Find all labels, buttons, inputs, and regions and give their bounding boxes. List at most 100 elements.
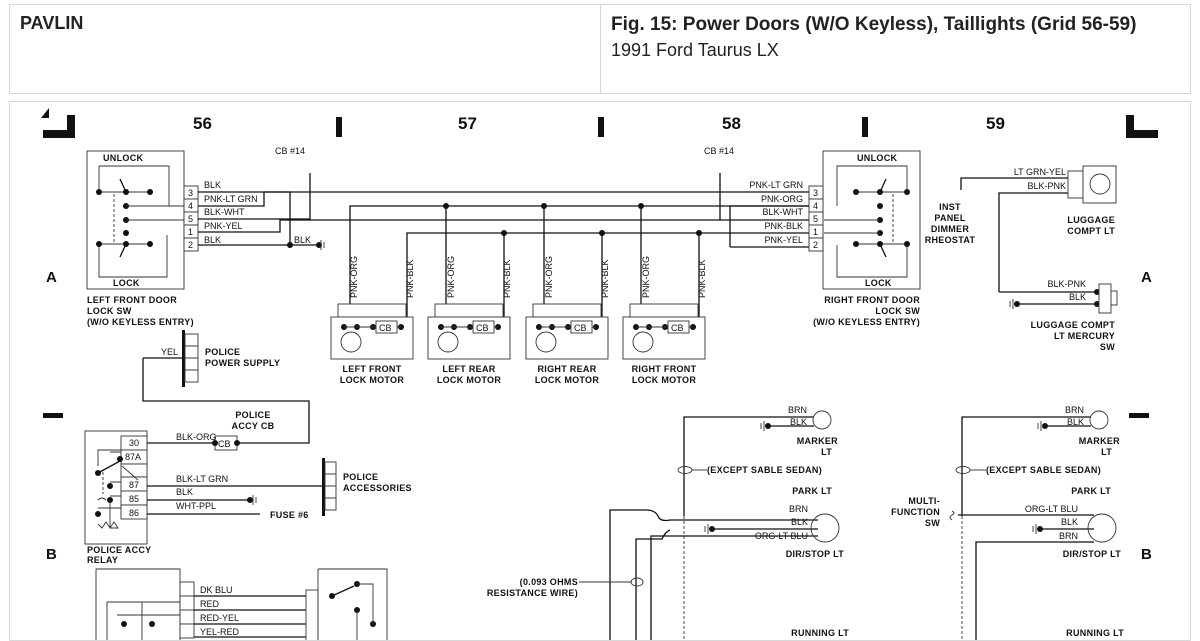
harness-wire-2: RED xyxy=(200,599,220,609)
motor-housing xyxy=(330,316,414,360)
multi-function-line-1: MULTI- xyxy=(908,496,940,506)
motor-housing xyxy=(525,316,609,360)
grid-row-a-right: A xyxy=(1141,269,1152,286)
corner-mark-left xyxy=(41,108,49,118)
grid-divider-56-57 xyxy=(336,117,342,137)
right-switch-name-3: (W/O KEYLESS ENTRY) xyxy=(813,317,920,327)
motor-wire-a: PNK-ORG xyxy=(349,256,359,298)
motor-wire-a: PNK-ORG xyxy=(544,256,554,298)
wiring-diagram: 56 57 58 59 A A B B UNLOCK LOCK 3 4 xyxy=(41,108,1158,640)
corner-mark-left-horizontal xyxy=(43,130,75,138)
right-marker-line-2: LT xyxy=(1101,447,1112,457)
left-marker-wire-1: BRN xyxy=(788,405,807,415)
grid-row-a-left: A xyxy=(46,269,57,286)
police-relay-line-1: POLICE ACCY xyxy=(87,545,151,555)
motor-cb-box xyxy=(667,320,690,334)
grid-column-59: 59 xyxy=(986,114,1005,133)
right-except-label: (EXCEPT SABLE SEDAN) xyxy=(986,465,1101,475)
relay-pin-30: 30 xyxy=(129,438,139,448)
left-marker-line-2: LT xyxy=(821,447,832,457)
left-wire-1: PNK-YEL xyxy=(204,221,243,231)
mercury-switch xyxy=(1098,283,1112,314)
motor-name-line: RIGHT FRONT xyxy=(632,364,697,374)
right-marker-wire-2: BLK xyxy=(1067,417,1084,427)
grid-divider-58-59 xyxy=(862,117,868,137)
motor-cb-text: CB xyxy=(476,323,489,333)
motor-name-line: LOCK MOTOR xyxy=(535,375,600,385)
motor-connector xyxy=(434,303,504,318)
marker-bulb-icon xyxy=(812,410,832,430)
right-switch-name-1: RIGHT FRONT DOOR xyxy=(824,295,920,305)
relay-wire-30: BLK-ORG xyxy=(176,432,217,442)
police-supply-line-2: POWER SUPPLY xyxy=(205,358,280,368)
door-lock-bus-wires: CB #14 CB #14 xyxy=(198,146,816,320)
motor-cb-box xyxy=(472,320,495,334)
grid-column-57: 57 xyxy=(458,114,477,133)
right-wire-1: PNK-BLK xyxy=(764,221,803,231)
right-dir-wire-3: BRN xyxy=(1059,531,1078,541)
left-dir-stop-label: DIR/STOP LT xyxy=(786,549,845,559)
right-wire-5: BLK-WHT xyxy=(763,207,804,217)
site-brand[interactable]: PAVLIN xyxy=(20,13,84,33)
police-cb-line-1: POLICE xyxy=(235,410,270,420)
left-wire-2: BLK xyxy=(204,235,221,245)
left-dir-wire-3: ORG-LT BLU xyxy=(755,531,808,541)
right-dir-stop-label: DIR/STOP LT xyxy=(1063,549,1122,559)
motor-name-line: LOCK MOTOR xyxy=(340,375,405,385)
motor-wire-a: PNK-ORG xyxy=(641,256,651,298)
left-switch-name-1: LEFT FRONT DOOR xyxy=(87,295,177,305)
right-switch-name-2: LOCK SW xyxy=(875,306,920,316)
corner-mark-left-vertical xyxy=(67,115,75,138)
motor-connector xyxy=(532,303,602,318)
right-dir-wire-1: ORG-LT BLU xyxy=(1025,504,1078,514)
left-switch-pin-1: 1 xyxy=(188,227,193,237)
relay-wire-87: BLK-LT GRN xyxy=(176,474,228,484)
right-switch-pin-4: 4 xyxy=(813,201,818,211)
motor-cb-box xyxy=(570,320,593,334)
fuse-6-label: FUSE #6 xyxy=(270,510,309,520)
mercury-switch-wire-2: BLK xyxy=(1069,292,1086,302)
left-switch-pin-5: 5 xyxy=(188,214,193,224)
motor-name-line: RIGHT REAR xyxy=(538,364,597,374)
luggage-lamp-name-2: COMPT LT xyxy=(1067,226,1115,236)
mercury-switch-name-3: SW xyxy=(1100,342,1115,352)
relay-wire-86: WHT-PPL xyxy=(176,501,216,511)
right-dir-wire-2: BLK xyxy=(1061,517,1078,527)
motor-cb-text: CB xyxy=(379,323,392,333)
relay-wire-85: BLK xyxy=(176,487,193,497)
dimmer-line-4: RHEOSTAT xyxy=(925,235,976,245)
taillight-circuit-left: BRN BLK MARKER LT (EXCEPT SABLE SEDAN) P… xyxy=(487,405,849,640)
left-dir-wire-2: BLK xyxy=(791,517,808,527)
cb14-label-right: CB #14 xyxy=(704,146,734,156)
lock-label: LOCK xyxy=(865,278,892,288)
mercury-switch-name-2: LT MERCURY xyxy=(1054,331,1115,341)
lower-harness: DK BLU RED RED-YEL YEL-RED xyxy=(95,568,388,640)
figure-title: Fig. 15: Power Doors (W/O Keyless), Tail… xyxy=(611,14,1137,35)
dimmer-line-1: INST xyxy=(939,202,961,212)
motor-name-line: LEFT REAR xyxy=(442,364,495,374)
luggage-lamp-wire-1: LT GRN-YEL xyxy=(1014,167,1066,177)
marker-bulb-icon xyxy=(1089,410,1109,430)
relay-pin-87: 87 xyxy=(129,480,139,490)
right-marker-wire-1: BRN xyxy=(1065,405,1084,415)
motor-housing xyxy=(427,316,511,360)
police-relay-line-2: RELAY xyxy=(87,555,118,565)
motor-icon xyxy=(340,331,362,353)
relay-pin-85: 85 xyxy=(129,494,139,504)
right-marker-line-1: MARKER xyxy=(1079,436,1120,446)
motor-wire-b: PNK-BLK xyxy=(697,259,707,298)
right-switch-pin-1: 1 xyxy=(813,227,818,237)
left-switch-name-3: (W/O KEYLESS ENTRY) xyxy=(87,317,194,327)
right-door-lock-switch: UNLOCK LOCK 3 4 5 1 2 PNK-LT GRN PNK-ORG… xyxy=(749,150,921,327)
left-dir-wire-1: BRN xyxy=(789,504,808,514)
left-wire-3: BLK xyxy=(204,180,221,190)
left-switch-pin-3: 3 xyxy=(188,188,193,198)
left-door-lock-switch: UNLOCK LOCK 3 4 5 1 2 BLK PNK-LT GRN BLK… xyxy=(86,150,311,327)
cb14-label-left: CB #14 xyxy=(275,146,305,156)
unlock-label: UNLOCK xyxy=(857,153,897,163)
grid-row-b-left: B xyxy=(46,546,57,563)
grid-column-58: 58 xyxy=(722,114,741,133)
